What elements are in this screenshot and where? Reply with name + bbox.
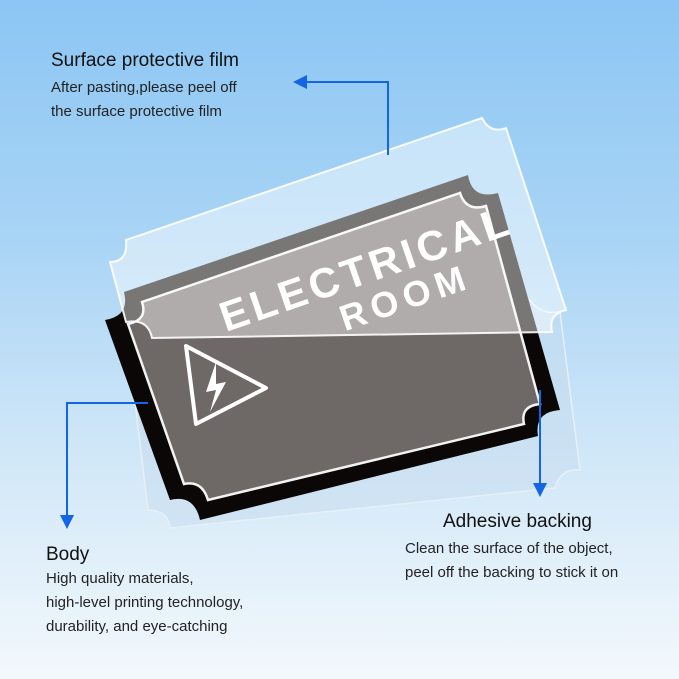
body-callout-title: Body (46, 544, 90, 565)
body-callout-line: high-level printing technology, (46, 594, 244, 611)
body-callout-arrow (60, 402, 148, 529)
protective-film-layer (108, 116, 568, 340)
film-callout-line: After pasting,please peel off (51, 79, 237, 96)
film-callout-title: Surface protective film (51, 50, 239, 71)
adhesive-callout-line: Clean the surface of the object, (405, 540, 613, 557)
body-callout-line: durability, and eye-catching (46, 618, 228, 635)
film-callout-arrow (293, 75, 389, 155)
adhesive-callout-line: peel off the backing to stick it on (405, 564, 619, 581)
adhesive-callout-title: Adhesive backing (443, 511, 592, 532)
film-callout-line: the surface protective film (51, 103, 222, 120)
high-voltage-warning-icon (184, 344, 268, 426)
body-callout-line: High quality materials, (46, 570, 194, 587)
